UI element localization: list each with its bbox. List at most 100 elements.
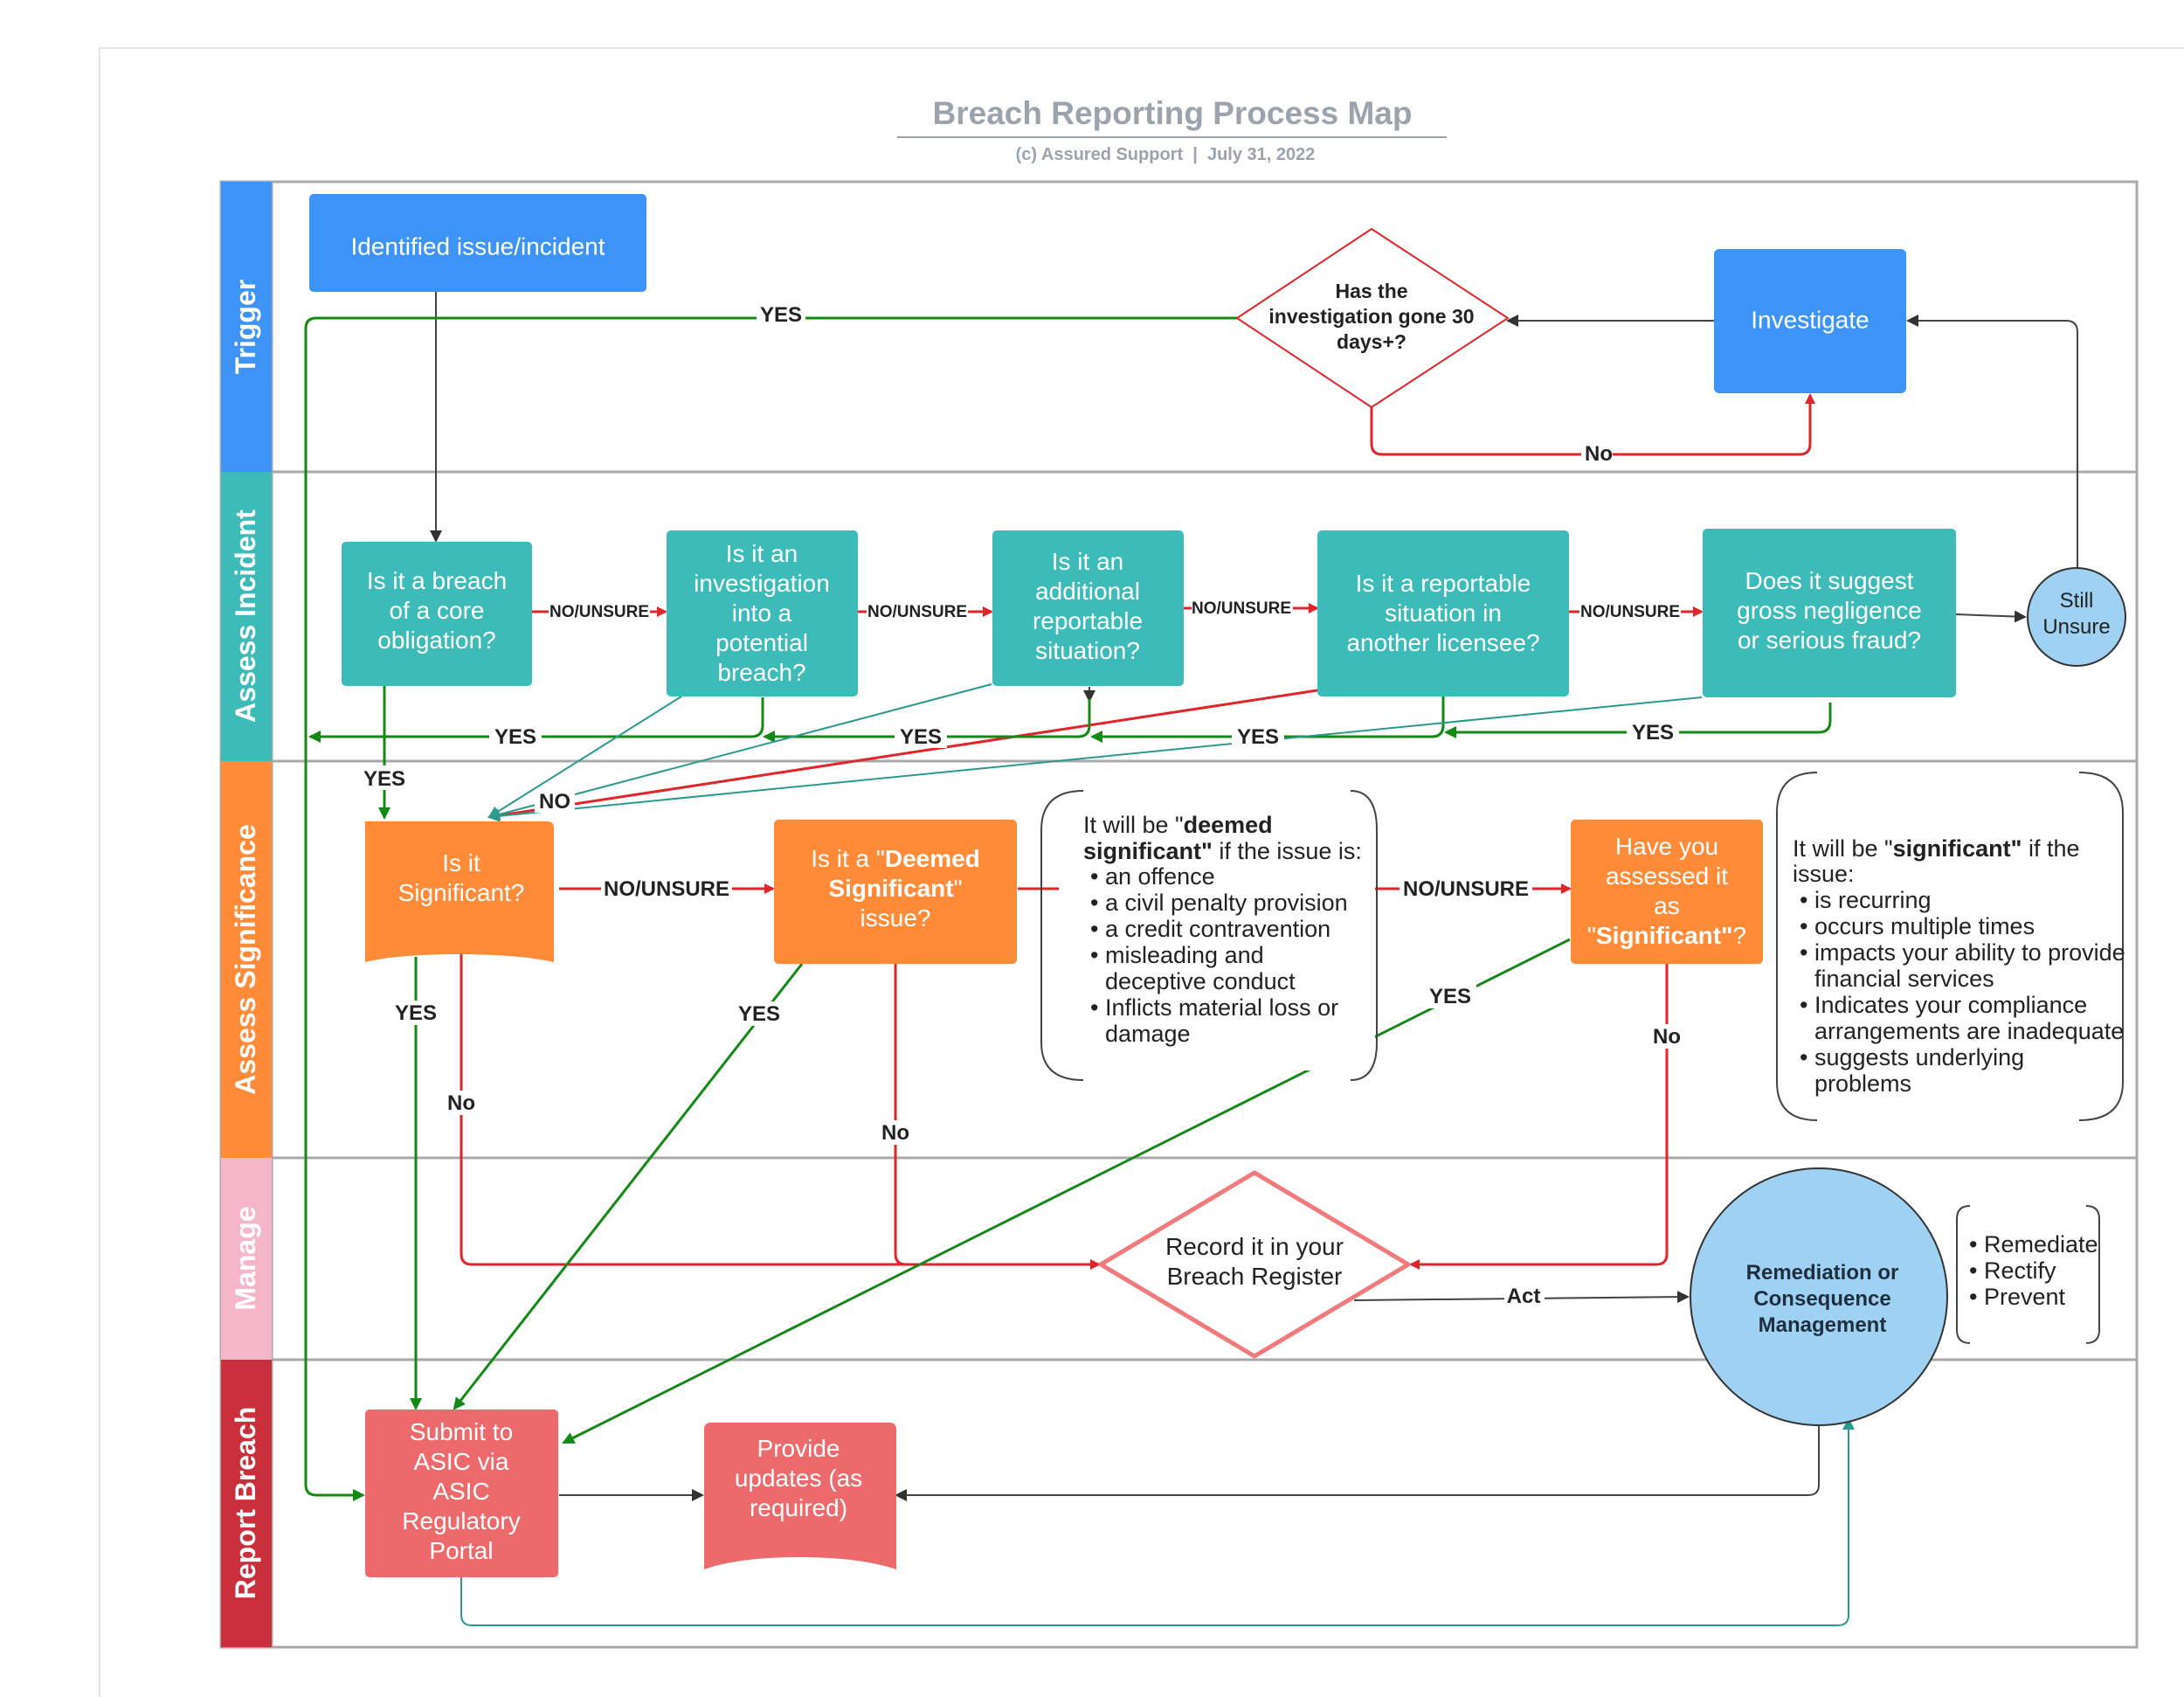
node-deemed-significant: Is it a "Deemed Significant" issue? (774, 820, 1017, 964)
lane-report-breach: Report Breach (221, 1360, 272, 1647)
lane-trigger: Trigger (221, 182, 272, 472)
svg-text:situation in: situation in (1385, 599, 1502, 627)
label-yes: YES (900, 725, 942, 749)
label-no-unsure: NO/UNSURE (1403, 877, 1529, 901)
lane-assess-incident-label: Assess Incident (230, 509, 261, 723)
svg-text:ASIC via: ASIC via (414, 1448, 509, 1475)
svg-text:breach?: breach? (717, 659, 805, 686)
node-submit-asic: Submit to ASIC via ASIC Regulatory Porta… (365, 1410, 558, 1577)
label-act: Act (1507, 1285, 1541, 1308)
svg-text:•: • (1800, 887, 1807, 913)
svg-text:Is it a reportable: Is it a reportable (1356, 570, 1531, 597)
svg-text:Identified issue/incident: Identified issue/incident (350, 232, 605, 260)
svg-text:Is it: Is it (442, 849, 480, 876)
page-title: Breach Reporting Process Map (933, 95, 1413, 131)
svg-text:•: • (1800, 1044, 1807, 1070)
label-no-unsure: NO/UNSURE (867, 603, 967, 621)
svg-text:Breach Register: Breach Register (1167, 1263, 1343, 1290)
svg-text:•: • (1090, 890, 1098, 916)
svg-text:Regulatory: Regulatory (402, 1507, 520, 1534)
svg-text:It will be "deemed: It will be "deemed (1083, 812, 1273, 838)
label-yes: YES (395, 1001, 437, 1025)
label-yes: YES (760, 303, 802, 327)
node-investigation-breach: Is it an investigation into a potential … (667, 530, 858, 696)
svg-text:Have you: Have you (1615, 833, 1718, 860)
svg-text:Is it an: Is it an (1052, 548, 1123, 575)
node-still-unsure: Still Unsure (2027, 567, 2126, 667)
svg-text:damage: damage (1105, 1021, 1191, 1047)
svg-text:additional: additional (1035, 578, 1140, 605)
svg-text:•: • (1969, 1257, 1977, 1284)
node-additional-reportable: Is it an additional reportable situation… (992, 530, 1184, 686)
edge-remediation-to-updates (895, 1417, 1820, 1501)
svg-text:investigation gone 30: investigation gone 30 (1268, 305, 1474, 328)
svg-text:a civil penalty provision: a civil penalty provision (1105, 890, 1348, 916)
svg-text:potential: potential (715, 629, 808, 656)
svg-text:Portal: Portal (429, 1537, 493, 1564)
svg-text:Unsure: Unsure (2042, 615, 2110, 639)
svg-text:•: • (1800, 913, 1807, 939)
svg-text:•: • (1090, 942, 1098, 968)
node-reportable-other-licensee: Is it a reportable situation in another … (1317, 530, 1569, 696)
svg-text:assessed it: assessed it (1606, 862, 1728, 890)
node-identified-issue: Identified issue/incident (309, 194, 646, 292)
edge-gross-yes (1444, 703, 1832, 738)
svg-text:investigation: investigation (694, 570, 830, 597)
edge-investigation-no (487, 696, 682, 819)
edge-unsure-to-investigate (1906, 315, 2078, 568)
svg-text:impacts your ability to provid: impacts your ability to provide (1814, 939, 2125, 966)
note-actions: • Remediate • Rectify • Prevent (1956, 1205, 2100, 1344)
svg-text:Has the: Has the (1335, 280, 1407, 302)
svg-text:•: • (1090, 863, 1098, 890)
svg-text:Prevent: Prevent (1984, 1284, 2066, 1310)
edge-reportable-no (487, 689, 1318, 821)
svg-text:•: • (1800, 939, 1807, 966)
svg-text:or serious fraud?: or serious fraud? (1738, 627, 1921, 654)
lane-trigger-label: Trigger (230, 280, 261, 374)
node-remediation: Remediation or Consequence Management (1690, 1167, 1948, 1426)
label-no: No (1653, 1025, 1681, 1049)
lane-assess-incident: Assess Incident (221, 472, 272, 761)
edge-gross-to-unsure (1955, 610, 2027, 623)
node-investigate: Investigate (1714, 249, 1906, 393)
node-investigation-30-days: Has the investigation gone 30 days+? (1235, 227, 1510, 409)
svg-text:Is it a breach: Is it a breach (367, 567, 507, 594)
label-yes: YES (738, 1002, 780, 1026)
svg-text:days+?: days+? (1337, 330, 1406, 353)
svg-text:issue:: issue: (1793, 861, 1855, 887)
edge-assessed-no (1409, 964, 1669, 1270)
svg-text:•: • (1969, 1231, 1977, 1257)
svg-text:"Significant"?: "Significant"? (1587, 922, 1746, 949)
label-no: No (881, 1121, 909, 1145)
label-yes: YES (494, 725, 536, 749)
svg-text:Consequence: Consequence (1753, 1287, 1890, 1311)
node-record-breach-register: Record it in your Breach Register (1098, 1170, 1411, 1359)
svg-text:financial services: financial services (1814, 966, 1994, 992)
svg-text:Remediate: Remediate (1984, 1231, 2098, 1257)
lane-manage: Manage (221, 1158, 272, 1360)
svg-text:Significant": Significant" (828, 875, 962, 902)
connectors-dark (430, 292, 2078, 1501)
note-deemed-significant: It will be "deemed significant" if the i… (1040, 788, 1378, 1081)
svg-text:Inflicts material loss or: Inflicts material loss or (1105, 994, 1338, 1021)
svg-text:ASIC: ASIC (432, 1478, 489, 1505)
lane-assess-significance: Assess Significance (221, 761, 272, 1158)
svg-text:occurs multiple times: occurs multiple times (1814, 913, 2035, 939)
svg-text:of a core: of a core (390, 597, 485, 624)
svg-text:problems: problems (1814, 1070, 1911, 1097)
connectors-green (304, 316, 1832, 1501)
svg-text:Remediation or: Remediation or (1746, 1261, 1899, 1285)
page-subtitle: (c) Assured Support | July 31, 2022 (1016, 145, 1316, 164)
svg-text:•: • (1090, 994, 1098, 1021)
svg-text:Still: Still (2060, 589, 2094, 613)
svg-text:•: • (1800, 992, 1807, 1018)
svg-text:•: • (1969, 1284, 1977, 1310)
label-no: NO (539, 790, 570, 814)
svg-text:significant" if the issue is:: significant" if the issue is: (1083, 838, 1362, 864)
node-provide-updates: Provide updates (as required) (704, 1423, 896, 1569)
label-yes: YES (1632, 721, 1674, 745)
svg-text:another licensee?: another licensee? (1346, 629, 1539, 656)
edge-gross-no (487, 696, 1703, 822)
lane-report-breach-label: Report Breach (230, 1407, 261, 1600)
